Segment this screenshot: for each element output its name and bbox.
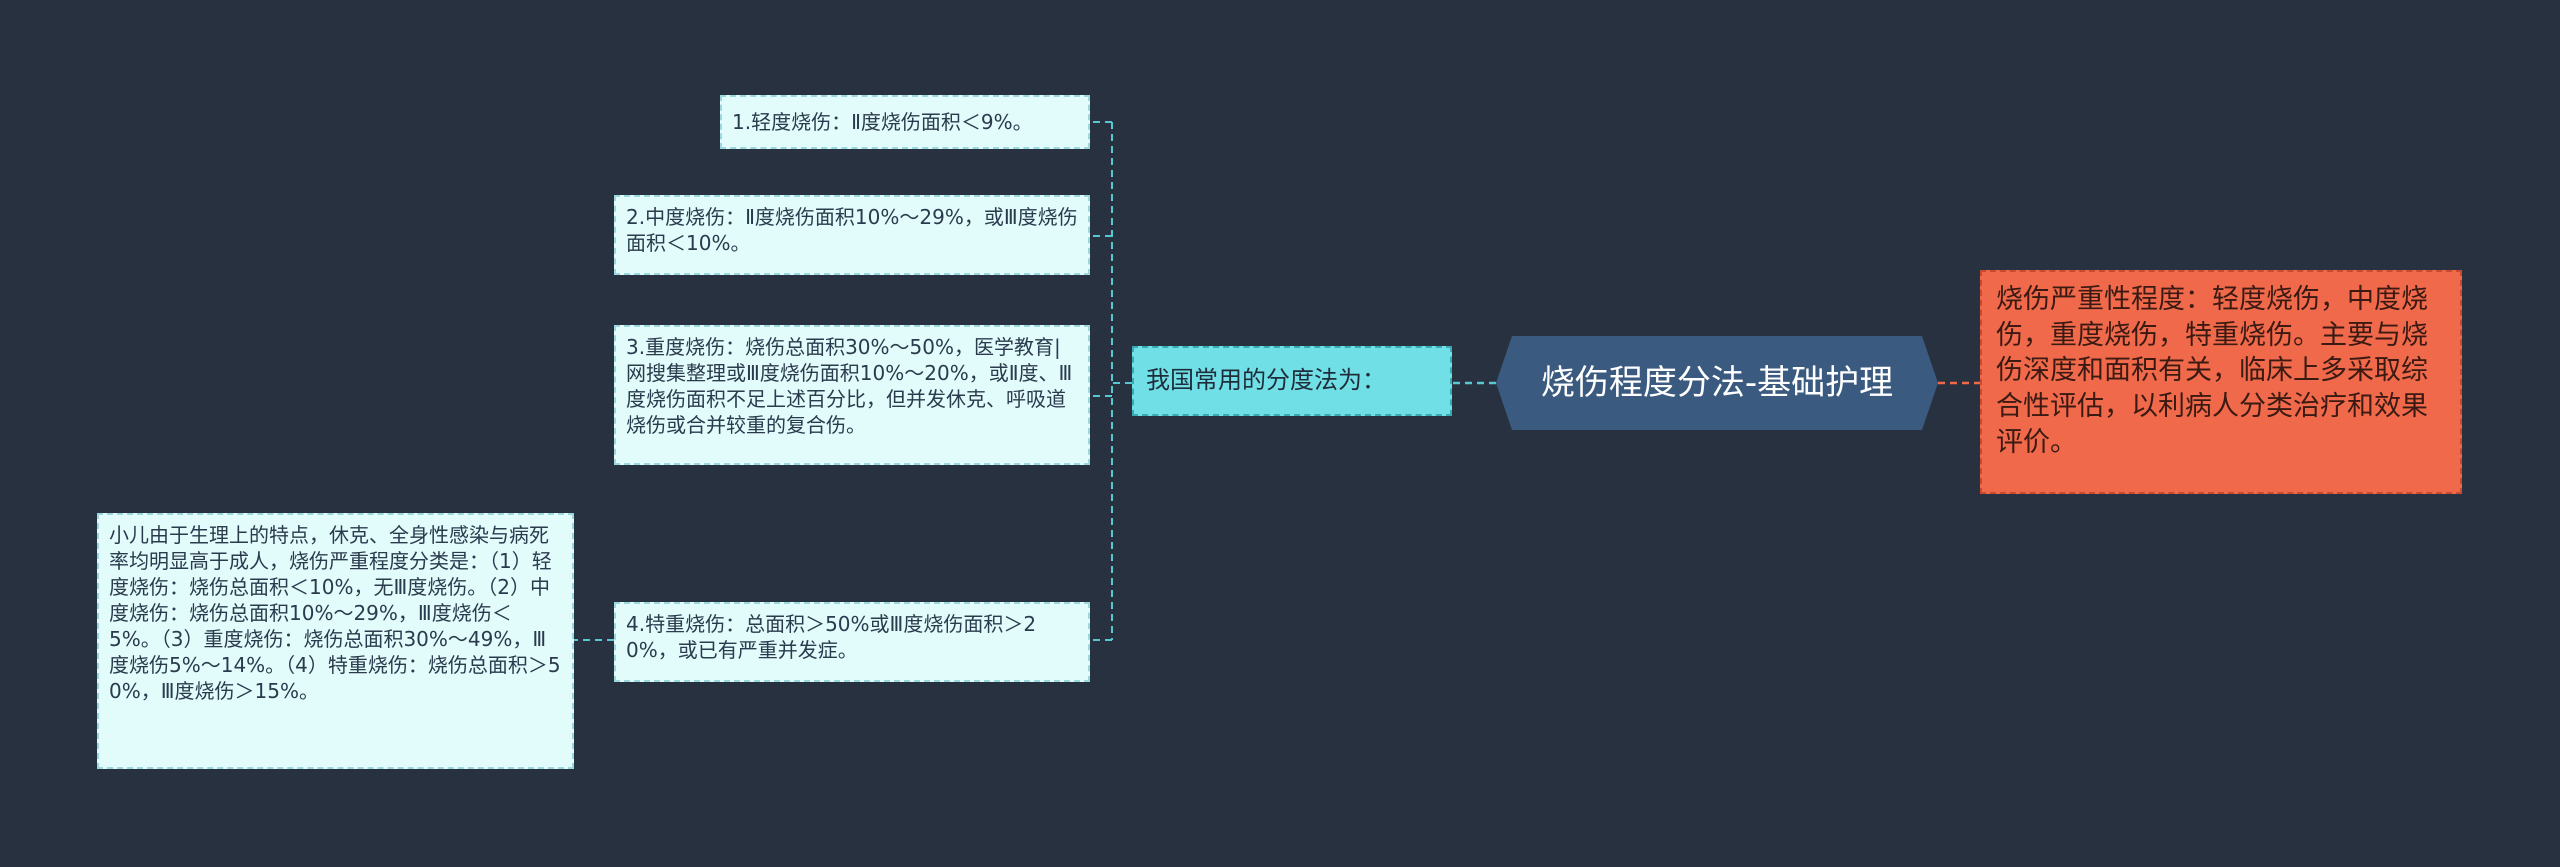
- root-topic-label: 烧伤程度分法-基础护理: [1540, 362, 1894, 403]
- connector-branch-spine: [1111, 122, 1132, 640]
- branch-label: 我国常用的分度法为：: [1146, 366, 1386, 395]
- item-node-2[interactable]: 2.中度烧伤：Ⅱ度烧伤面积10%～29%，或Ⅲ度烧伤面积＜10%。: [614, 195, 1090, 275]
- child-note-node[interactable]: 小儿由于生理上的特点，休克、全身性感染与病死率均明显高于成人，烧伤严重程度分类是…: [97, 513, 574, 769]
- item-node-1[interactable]: 1.轻度烧伤：Ⅱ度烧伤面积＜9%。: [720, 95, 1090, 149]
- item-node-3[interactable]: 3.重度烧伤：烧伤总面积30%～50%，医学教育|网搜集整理或Ⅲ度烧伤面积10%…: [614, 325, 1090, 465]
- summary-text: 烧伤严重性程度：轻度烧伤，中度烧伤，重度烧伤，特重烧伤。主要与烧伤深度和面积有关…: [1996, 284, 2428, 458]
- root-topic[interactable]: 烧伤程度分法-基础护理: [1496, 336, 1938, 430]
- child-note-text: 小儿由于生理上的特点，休克、全身性感染与病死率均明显高于成人，烧伤严重程度分类是…: [109, 523, 561, 703]
- summary-node[interactable]: 烧伤严重性程度：轻度烧伤，中度烧伤，重度烧伤，特重烧伤。主要与烧伤深度和面积有关…: [1980, 270, 2462, 494]
- item-text-4: 4.特重烧伤：总面积＞50%或Ⅲ度烧伤面积＞20%，或已有严重并发症。: [626, 612, 1037, 662]
- item-text-3: 3.重度烧伤：烧伤总面积30%～50%，医学教育|网搜集整理或Ⅲ度烧伤面积10%…: [626, 335, 1073, 437]
- item-text-1: 1.轻度烧伤：Ⅱ度烧伤面积＜9%。: [732, 110, 1033, 134]
- item-node-4[interactable]: 4.特重烧伤：总面积＞50%或Ⅲ度烧伤面积＞20%，或已有严重并发症。: [614, 602, 1090, 682]
- item-text-2: 2.中度烧伤：Ⅱ度烧伤面积10%～29%，或Ⅲ度烧伤面积＜10%。: [626, 205, 1078, 255]
- branch-node[interactable]: 我国常用的分度法为：: [1132, 346, 1452, 416]
